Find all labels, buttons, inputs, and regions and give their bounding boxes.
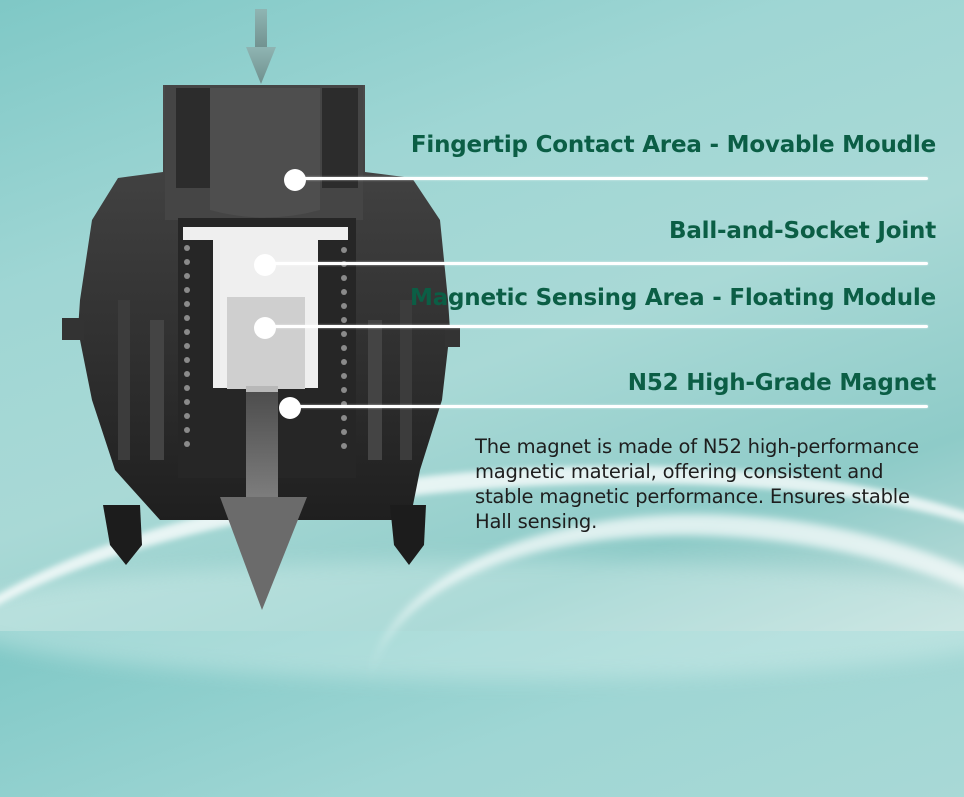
- callout-line-fingertip-contact: [295, 177, 928, 180]
- travel-down-arrow-icon: [220, 392, 307, 610]
- switch-cross-section-illustration: [62, 9, 460, 610]
- callout-dot-n52-magnet: [279, 397, 301, 419]
- label-n52-magnet: N52 High-Grade Magnet: [627, 370, 936, 396]
- callout-dot-ball-socket: [254, 254, 276, 276]
- press-down-arrow-icon: [246, 9, 276, 84]
- magnet-description: The magnet is made of N52 high-performan…: [475, 435, 919, 533]
- label-fingertip-contact-area: Fingertip Contact Area - Movable Moudle: [410, 132, 936, 158]
- callout-line-n52-magnet: [290, 405, 928, 408]
- callout-line-magnetic-sensing: [265, 325, 928, 328]
- label-ball-and-socket-joint: Ball-and-Socket Joint: [669, 218, 936, 244]
- callout-dot-magnetic-sensing: [254, 317, 276, 339]
- callout-line-ball-socket: [265, 262, 928, 265]
- label-magnetic-sensing-area: Magnetic Sensing Area - Floating Module: [410, 285, 936, 311]
- callout-dot-fingertip-contact: [284, 169, 306, 191]
